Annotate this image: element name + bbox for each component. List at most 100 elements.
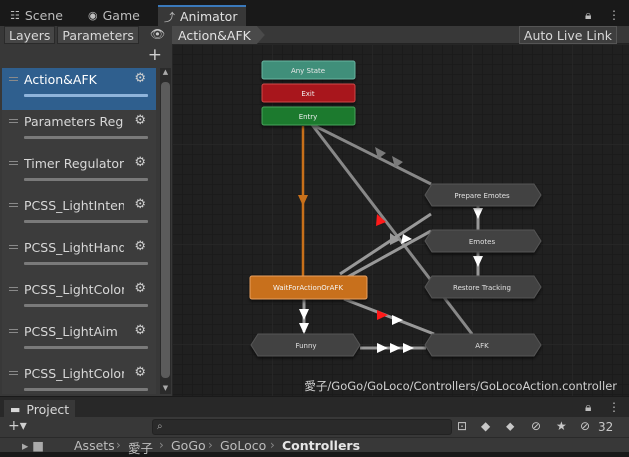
gear-icon[interactable]: ⚙ <box>134 197 146 212</box>
breadcrumb-item[interactable]: Assets <box>74 438 115 453</box>
layer-name: PCSS_LightAim <box>24 324 118 339</box>
gear-icon[interactable]: ⚙ <box>134 365 146 380</box>
drag-handle-icon[interactable] <box>9 161 18 165</box>
arrow-icon <box>377 310 388 320</box>
arrow-icon <box>390 343 401 353</box>
breadcrumb-item-current[interactable]: Controllers <box>282 438 361 453</box>
drag-handle-icon[interactable] <box>9 371 18 375</box>
state-label: Restore Tracking <box>453 284 511 292</box>
transition-line[interactable] <box>308 121 474 335</box>
tab-animator[interactable]: ⤴ Animator <box>158 5 246 26</box>
chevron-right-icon: › <box>159 438 164 452</box>
controller-path: 愛子/GoGo/GoLoco/Controllers/GoLocoAction.… <box>304 379 617 393</box>
arrow-icon <box>392 315 403 325</box>
state-label: Funny <box>295 342 316 350</box>
layer-name: PCSS_LightColorH <box>24 282 124 297</box>
state-restore-tracking[interactable]: Restore Tracking <box>424 275 542 299</box>
layers-list: Action&AFK ⚙ Parameters Regulator ⚙ Time… <box>0 68 158 394</box>
layer-breadcrumb[interactable]: Action&AFK <box>172 26 265 44</box>
gear-icon[interactable]: ⚙ <box>134 113 146 128</box>
add-asset-button[interactable]: +▾ <box>8 418 27 434</box>
gear-icon[interactable]: ⚙ <box>134 71 146 86</box>
more-menu-icon[interactable]: ⋮ <box>608 8 620 22</box>
scroll-down-arrow-icon[interactable]: ▼ <box>162 384 169 392</box>
lock-icon[interactable]: 🔒︎ <box>585 8 592 22</box>
gear-icon[interactable]: ⚙ <box>134 281 146 296</box>
state-prepare-emotes[interactable]: Prepare Emotes <box>424 183 542 207</box>
layer-name: Action&AFK <box>24 72 97 87</box>
tab-game[interactable]: ◉ Game <box>82 5 154 26</box>
drag-handle-icon[interactable] <box>9 329 18 333</box>
search-by-type-icon[interactable]: ⊡ <box>457 419 468 433</box>
state-label: WaitForActionOrAFK <box>273 284 344 292</box>
transition-line[interactable] <box>343 229 432 281</box>
lock-icon[interactable]: 🔒︎ <box>585 400 592 414</box>
state-afk[interactable]: AFK <box>424 333 542 357</box>
hidden-eye-icon[interactable]: ⊘ <box>580 419 591 433</box>
state-entry[interactable]: Entry <box>261 106 356 126</box>
layers-panel: Layers Parameters + Action&AFK ⚙ Paramet… <box>0 26 172 396</box>
tab-layers[interactable]: Layers <box>4 26 56 44</box>
arrow-icon <box>376 214 386 226</box>
project-tab-bar: ▬ Project 🔒︎ ⋮ <box>0 396 629 418</box>
arrow-icon <box>377 343 388 353</box>
layer-weight-bar <box>24 94 148 97</box>
state-label: Entry <box>299 113 318 121</box>
arrow-icon <box>299 323 309 334</box>
layer-weight-bar <box>24 304 148 307</box>
star-icon[interactable]: ★ <box>556 419 567 433</box>
drag-handle-icon[interactable] <box>9 287 18 291</box>
drag-handle-icon[interactable] <box>9 245 18 249</box>
drag-handle-icon[interactable] <box>9 203 18 207</box>
tab-game-label: Game <box>102 8 140 23</box>
graph-header: Action&AFK Auto Live Link <box>172 26 629 44</box>
add-layer-button[interactable]: + <box>147 45 162 65</box>
gear-icon[interactable]: ⚙ <box>134 155 146 170</box>
layer-item[interactable]: PCSS_LightColorA ⚙ <box>2 362 156 394</box>
layer-weight-bar <box>24 262 148 265</box>
arrow-icon <box>473 208 483 219</box>
error-icon[interactable]: ⊘ <box>531 419 542 433</box>
layer-name: PCSS_LightIntensity <box>24 198 124 213</box>
folder-icon: ▬ <box>10 402 21 416</box>
filter-by-label-icon[interactable]: ⬥ <box>506 419 515 433</box>
tab-parameters[interactable]: Parameters <box>57 26 139 44</box>
scroll-up-arrow-icon[interactable]: ▲ <box>162 68 169 76</box>
drag-handle-icon[interactable] <box>9 119 18 123</box>
tab-animator-label: Animator <box>180 9 238 24</box>
eye-icon[interactable]: 👁︎ <box>150 27 166 41</box>
state-funny[interactable]: Funny <box>250 333 361 357</box>
tab-scene-label: Scene <box>24 8 63 23</box>
layer-weight-bar <box>24 136 148 139</box>
filter-by-type-icon[interactable]: ◆ <box>481 419 491 433</box>
tab-project-label: Project <box>26 401 70 417</box>
state-any-state[interactable]: Any State <box>261 60 356 80</box>
breadcrumb-item[interactable]: 愛子 <box>128 441 154 456</box>
transition-line[interactable] <box>339 212 432 276</box>
more-menu-icon[interactable]: ⋮ <box>608 400 620 414</box>
transition-line[interactable] <box>306 120 432 186</box>
state-exit[interactable]: Exit <box>261 83 356 103</box>
drag-handle-icon[interactable] <box>9 77 18 81</box>
project-breadcrumb: ▸ ■ Assets › 愛子 › GoGo › GoLoco › Contro… <box>0 437 629 456</box>
auto-live-link-button[interactable]: Auto Live Link <box>518 26 617 44</box>
scrollbar-thumb[interactable] <box>161 82 170 378</box>
breadcrumb-item[interactable]: GoLoco <box>220 438 267 453</box>
gear-icon[interactable]: ⚙ <box>134 239 146 254</box>
transition-line[interactable] <box>343 297 435 336</box>
layer-weight-bar <box>24 388 148 391</box>
search-input[interactable]: ⌕ <box>152 419 452 435</box>
tab-scene[interactable]: ☷ Scene <box>4 5 76 26</box>
layers-scrollbar[interactable]: ▲ ▼ <box>160 68 171 394</box>
layer-weight-bar <box>24 346 148 349</box>
tab-project[interactable]: ▬ Project <box>4 400 76 418</box>
animator-graph[interactable]: Any State Exit Entry WaitForActionOrAFK … <box>172 44 629 396</box>
state-wait-for-action-or-afk[interactable]: WaitForActionOrAFK <box>249 275 368 300</box>
project-toolbar: +▾ ⌕ ⊡ ◆ ⬥ ⊘ ★ ⊘ 32 <box>0 417 629 437</box>
layer-name: PCSS_LightColorA <box>24 366 124 381</box>
state-label: Emotes <box>469 238 496 246</box>
gear-icon[interactable]: ⚙ <box>134 323 146 338</box>
window-tab-bar: ☷ Scene ◉ Game ⤴ Animator 🔒︎ ⋮ <box>0 0 629 26</box>
state-emotes[interactable]: Emotes <box>424 229 542 253</box>
breadcrumb-item[interactable]: GoGo <box>171 438 206 453</box>
